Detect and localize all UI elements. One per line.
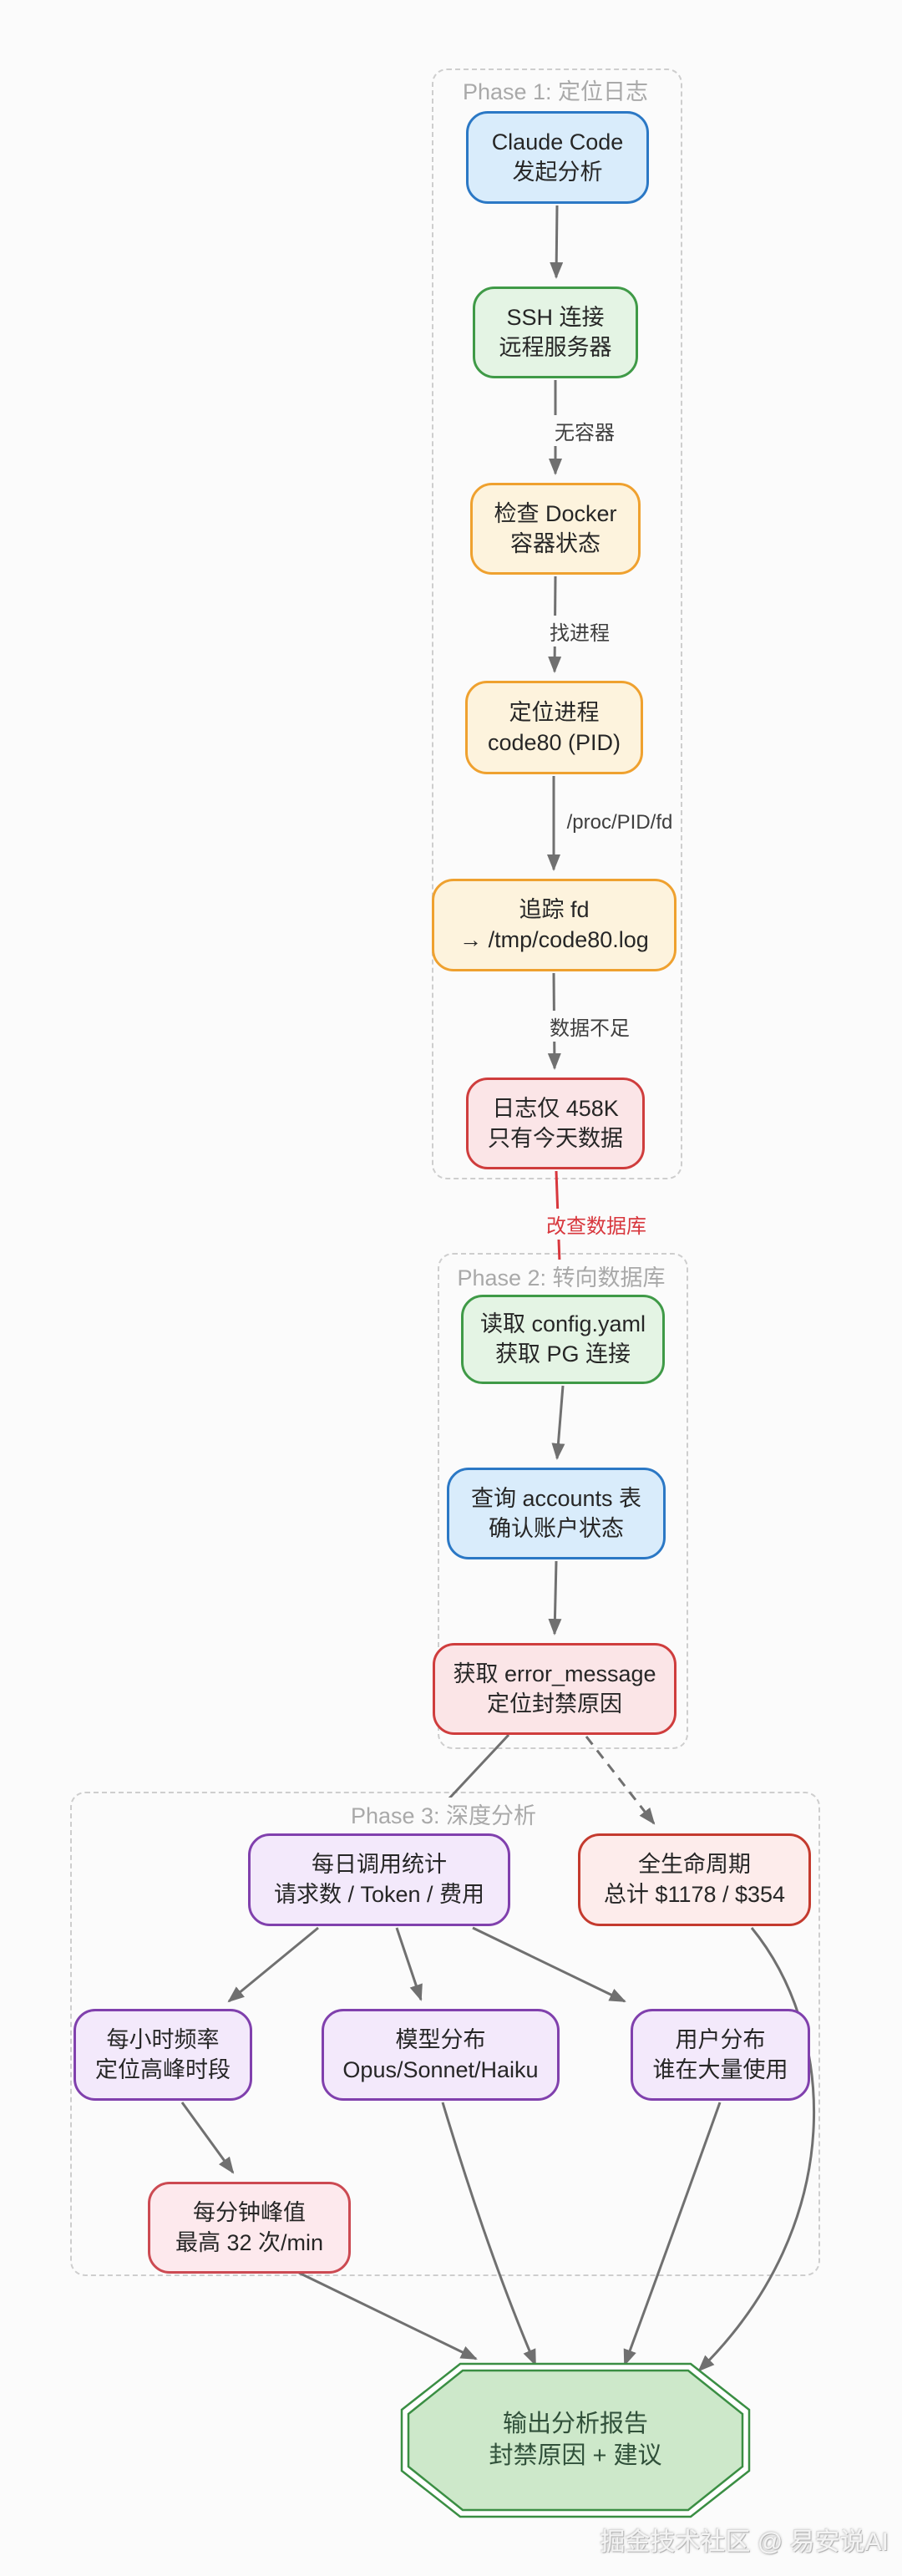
models-line2: Opus/Sonnet/Haiku xyxy=(342,2056,539,2082)
node-query-accounts: 查询 accounts 表 确认账户状态 xyxy=(447,1468,666,1559)
claude-line1: Claude Code xyxy=(491,129,624,155)
edge-accounts-error xyxy=(548,1560,562,1635)
lifetime-line2: 总计 $1178 / $354 xyxy=(603,1882,786,1907)
process-line1: 定位进程 xyxy=(509,699,600,725)
report-line1: 输出分析报告 xyxy=(502,2411,648,2437)
models-line1: 模型分布 xyxy=(395,2026,486,2052)
config-line1: 读取 config.yaml xyxy=(479,1311,646,1336)
docker-line1: 检查 Docker xyxy=(494,500,617,526)
node-hourly-freq: 每小时频率 定位高峰时段 xyxy=(73,2009,252,2101)
docker-line2: 容器状态 xyxy=(510,530,600,556)
phase2-label: Phase 2: 转向数据库 xyxy=(448,1260,674,1292)
log-line2: 只有今天数据 xyxy=(488,1125,623,1151)
edge-models-report xyxy=(441,2102,537,2366)
fd-line1: 追踪 fd xyxy=(519,897,590,922)
lifetime-line1: 全生命周期 xyxy=(638,1852,751,1877)
peak-line1: 每分钟峰值 xyxy=(193,2199,306,2225)
watermark: 掘金技术社区 @ 易安说AI xyxy=(600,2528,889,2556)
report-octagon-inner xyxy=(407,2369,744,2512)
node-model-distribution: 模型分布 Opus/Sonnet/Haiku xyxy=(322,2009,560,2101)
fd-line2: → /tmp/code80.log xyxy=(459,927,649,952)
edge-label-no-container: 无容器 xyxy=(548,415,621,446)
edge-error-lifetime xyxy=(585,1736,656,1825)
ssh-line2: 远程服务器 xyxy=(499,334,612,360)
edge-label-switch-db: 改查数据库 xyxy=(540,1209,653,1240)
hourly-line1: 每小时频率 xyxy=(106,2026,220,2052)
edge-peak-report xyxy=(298,2271,478,2360)
users-line2: 谁在大量使用 xyxy=(652,2056,788,2082)
error-line1: 获取 error_message xyxy=(453,1661,656,1686)
node-error-message: 获取 error_message 定位封禁原因 xyxy=(433,1643,676,1735)
node-read-config: 读取 config.yaml 获取 PG 连接 xyxy=(461,1295,665,1384)
users-line1: 用户分布 xyxy=(675,2026,766,2052)
edge-hourly-peak xyxy=(180,2102,235,2174)
node-report-output: 输出分析报告 封禁原因 + 建议 xyxy=(402,2364,749,2517)
node-ssh: SSH 连接 远程服务器 xyxy=(473,287,638,378)
node-user-distribution: 用户分布 谁在大量使用 xyxy=(631,2009,810,2101)
accounts-line1: 查询 accounts 表 xyxy=(470,1485,642,1511)
node-claude-code: Claude Code 发起分析 xyxy=(466,111,649,204)
node-lifetime-total: 全生命周期 总计 $1178 / $354 xyxy=(578,1833,811,1926)
process-line2: code80 (PID) xyxy=(487,729,621,755)
report-line2: 封禁原因 + 建议 xyxy=(489,2442,662,2469)
peak-line2: 最高 32 次/min xyxy=(175,2229,324,2255)
edge-daily-hourly xyxy=(227,1926,319,2003)
hourly-line2: 定位高峰时段 xyxy=(95,2056,231,2082)
ssh-line1: SSH 连接 xyxy=(506,304,605,330)
edge-label-insufficient: 数据不足 xyxy=(543,1011,636,1042)
daily-line2: 请求数 / Token / 费用 xyxy=(273,1882,485,1907)
node-daily-stats: 每日调用统计 请求数 / Token / 费用 xyxy=(248,1833,510,1926)
log-line1: 日志仅 458K xyxy=(492,1095,619,1121)
accounts-line2: 确认账户状态 xyxy=(489,1515,624,1541)
edge-claude-ssh xyxy=(550,205,564,279)
node-locate-process: 定位进程 code80 (PID) xyxy=(465,681,643,774)
edge-label-proc-fd: /proc/PID/fd xyxy=(560,810,680,835)
edge-daily-users xyxy=(472,1926,626,2003)
edge-lifetime-report xyxy=(697,1927,816,2372)
daily-line1: 每日调用统计 xyxy=(312,1852,447,1877)
phase1-label: Phase 1: 定位日志 xyxy=(454,74,657,106)
phase3-label: Phase 3: 深度分析 xyxy=(342,1798,545,1830)
error-line2: 定位封禁原因 xyxy=(487,1691,622,1716)
edge-users-report xyxy=(623,2102,722,2366)
config-line2: 获取 PG 连接 xyxy=(494,1341,631,1367)
node-log-limited: 日志仅 458K 只有今天数据 xyxy=(466,1078,645,1169)
node-docker-check: 检查 Docker 容器状态 xyxy=(470,483,641,575)
phase3-container xyxy=(70,1792,820,2276)
edge-daily-models xyxy=(395,1927,423,2001)
phase2-container xyxy=(438,1253,688,1749)
edge-label-find-process: 找进程 xyxy=(543,616,616,647)
node-minute-peak: 每分钟峰值 最高 32 次/min xyxy=(148,2182,351,2274)
node-trace-fd: 追踪 fd → /tmp/code80.log xyxy=(432,879,676,971)
claude-line2: 发起分析 xyxy=(512,160,603,185)
edge-config-accounts xyxy=(551,1385,565,1460)
